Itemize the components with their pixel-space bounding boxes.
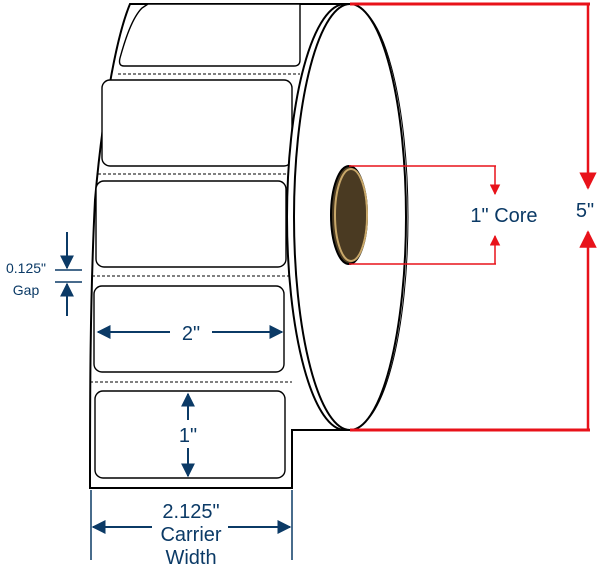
label-5 [94, 390, 286, 479]
width-word-text: Width [165, 547, 216, 569]
label-3 [95, 180, 287, 268]
label-2 [101, 79, 293, 167]
label-width-text: 2" [182, 323, 200, 345]
gap-word-text: Gap [13, 282, 40, 298]
gap-value-text: 0.125" [6, 260, 46, 276]
core-hole-rim [334, 168, 368, 262]
carrier-word-text: Carrier [160, 524, 221, 546]
outer-diameter-text: 5" [576, 200, 594, 222]
carrier-value-text: 2.125" [162, 501, 219, 523]
label-top [118, 3, 301, 67]
label-height-text: 1" [179, 425, 197, 447]
core-text: 1" Core [470, 205, 537, 227]
label-4 [93, 285, 285, 373]
